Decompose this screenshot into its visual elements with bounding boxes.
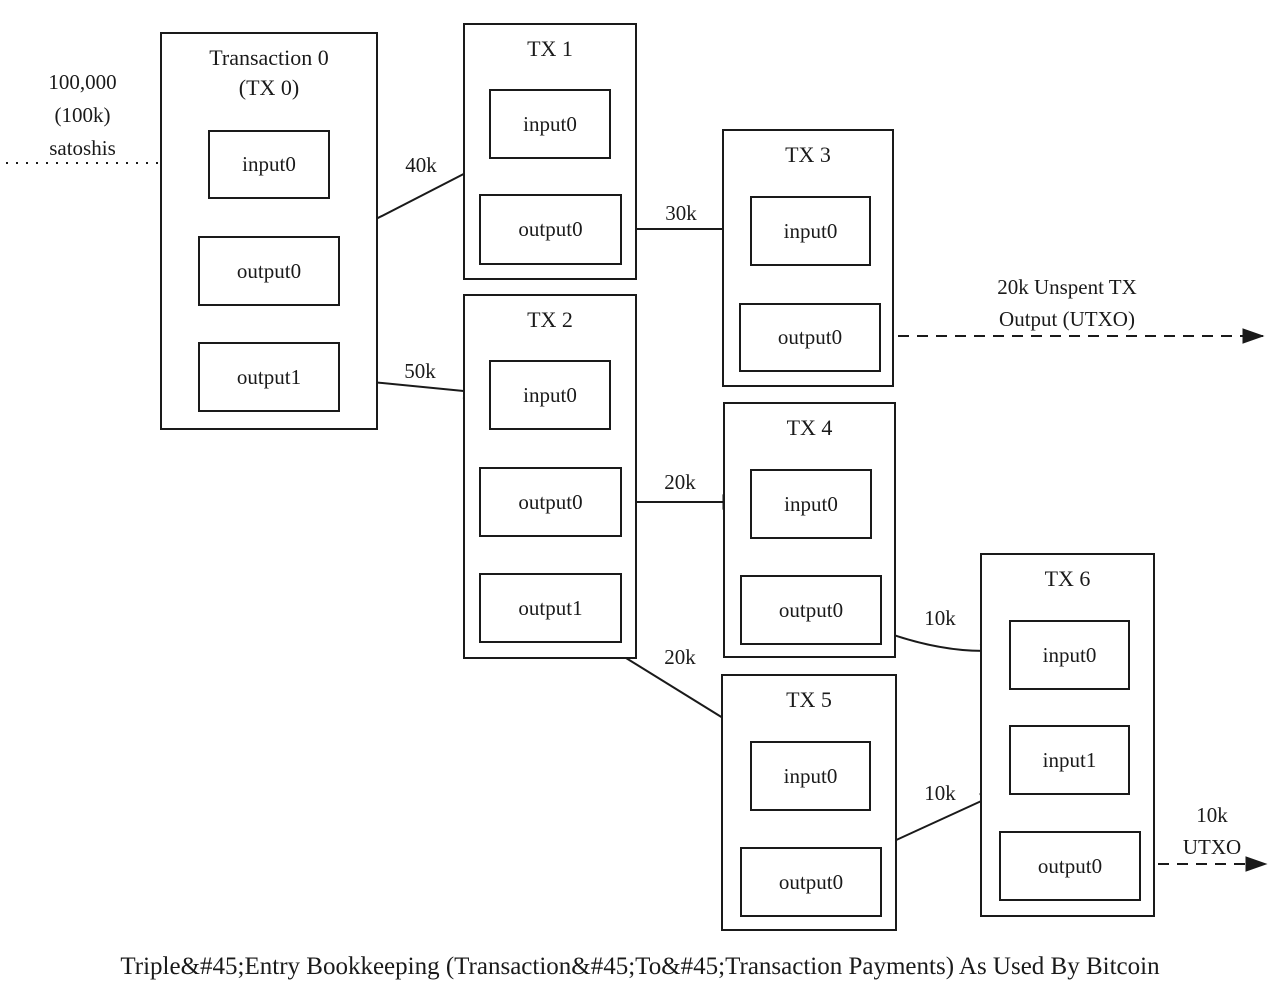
label-tx2-to-tx5: 20k <box>664 645 696 669</box>
tx2-node-input0: input0 <box>489 360 611 430</box>
tx1-title: TX 1 <box>527 36 573 61</box>
tx5-node-output0: output0 <box>740 847 882 917</box>
source-amount-line1: 100,000 <box>48 70 117 94</box>
tx6-node-input1: input1 <box>1009 725 1130 795</box>
tx0-node-output0: output0 <box>198 236 340 306</box>
tx4-node-input0: input0 <box>750 469 872 539</box>
label-tx4-to-tx6: 10k <box>924 606 956 630</box>
tx6-box: TX 6 input0 input1 output0 <box>980 553 1155 917</box>
tx0-title: Transaction 0 <box>209 45 329 70</box>
tx2-box: TX 2 input0 output0 output1 <box>463 294 637 659</box>
label-tx3-utxo-line1: 20k Unspent TX <box>997 275 1137 299</box>
tx2-node-output1: output1 <box>479 573 622 643</box>
label-tx6-utxo: 10k UTXO <box>1151 799 1273 863</box>
tx0-subtitle: (TX 0) <box>238 75 300 100</box>
source-amount-label: 100,000 (100k) satoshis <box>25 66 140 165</box>
tx4-node-output0: output0 <box>740 575 882 645</box>
tx4-box: TX 4 input0 output0 <box>723 402 896 658</box>
tx6-title: TX 6 <box>1044 566 1091 591</box>
tx5-box: TX 5 input0 output0 <box>721 674 897 931</box>
label-tx3-utxo-line2: Output (UTXO) <box>999 307 1135 331</box>
tx2-to-tx5-arrow <box>604 644 746 732</box>
tx0-node-input0: input0 <box>208 130 330 199</box>
source-amount-line2: (100k) <box>54 103 111 127</box>
label-tx0-to-tx2: 50k <box>404 359 436 383</box>
tx6-node-output0: output0 <box>999 831 1141 901</box>
tx3-node-output0: output0 <box>739 303 881 372</box>
label-tx1-to-tx3: 30k <box>665 201 697 225</box>
tx2-title: TX 2 <box>527 307 573 332</box>
tx2-node-output0: output0 <box>479 467 622 537</box>
diagram-caption: Triple&#45;Entry Bookkeeping (Transactio… <box>120 953 1160 980</box>
tx0-box: Transaction 0 (TX 0) input0 output0 outp… <box>160 32 378 430</box>
tx3-title: TX 3 <box>785 142 831 167</box>
tx3-node-input0: input0 <box>750 196 871 266</box>
tx0-node-output1: output1 <box>198 342 340 412</box>
tx6-node-input0: input0 <box>1009 620 1130 690</box>
tx4-title: TX 4 <box>786 415 833 440</box>
source-amount-line3: satoshis <box>49 136 116 160</box>
label-tx0-to-tx1: 40k <box>405 153 437 177</box>
label-tx6-utxo-line2: UTXO <box>1182 835 1242 859</box>
label-tx5-to-tx6: 10k <box>924 781 956 805</box>
label-tx2-to-tx4: 20k <box>664 470 696 494</box>
tx5-node-input0: input0 <box>750 741 871 811</box>
label-tx3-utxo: 20k Unspent TX Output (UTXO) <box>947 271 1187 335</box>
tx3-box: TX 3 input0 output0 <box>722 129 894 387</box>
tx1-node-output0: output0 <box>479 194 622 265</box>
tx5-title: TX 5 <box>786 687 832 712</box>
label-tx6-utxo-line1: 10k <box>1196 803 1228 827</box>
tx1-node-input0: input0 <box>489 89 611 159</box>
tx1-box: TX 1 input0 output0 <box>463 23 637 280</box>
